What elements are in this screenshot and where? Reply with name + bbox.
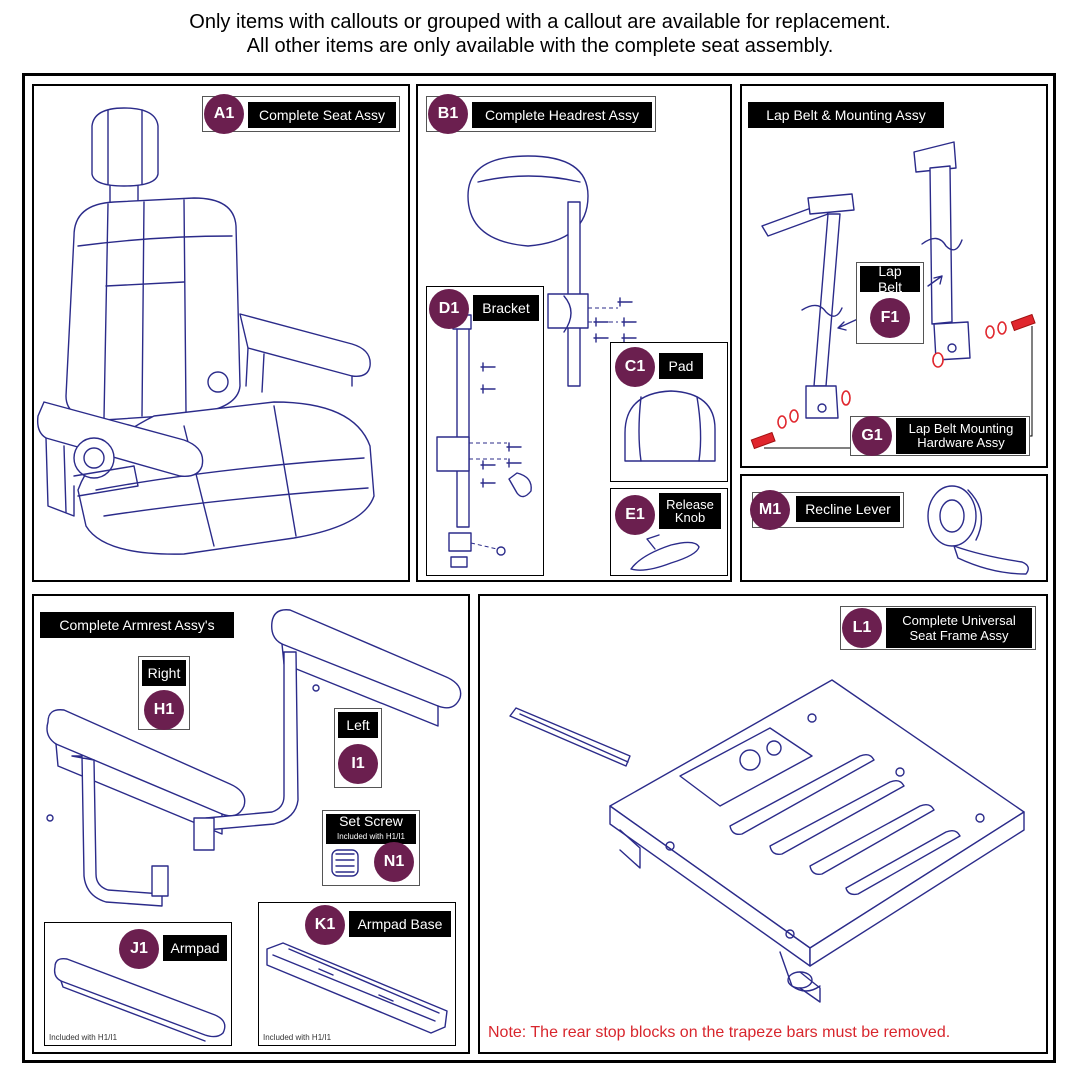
label-a1: Complete Seat Assy — [248, 102, 396, 128]
footnote-k1: Included with H1/I1 — [263, 1033, 332, 1042]
label-h1: Right — [142, 660, 186, 686]
label-f1: Lap Belt — [860, 263, 920, 295]
badge-m1: M1 — [750, 490, 790, 530]
subpanel-armpad-base: K1 Armpad Base Included with H1/I1 — [258, 902, 456, 1046]
bracket-illustration — [436, 314, 532, 568]
footnote-j1: Included with H1/I1 — [49, 1033, 118, 1042]
panel-seat-assy: A1 Complete Seat Assy — [32, 84, 410, 582]
lap-belt-illustration — [750, 141, 1036, 450]
badge-b1: B1 — [428, 94, 468, 134]
badge-e1: E1 — [615, 495, 655, 535]
badge-g1: G1 — [852, 416, 892, 456]
label-g1: Lap Belt Mounting Hardware Assy — [896, 418, 1026, 454]
headrest-illustration — [467, 155, 637, 387]
label-e1: Release Knob — [659, 493, 721, 529]
subpanel-pad: C1 Pad — [610, 342, 728, 482]
label-j1: Armpad — [163, 935, 227, 961]
pad-illustration — [624, 390, 716, 462]
panel-headrest-assy: D1 Bracket C1 Pad E1 Release Knob B1 Com… — [416, 84, 732, 582]
seat-frame-illustration — [509, 679, 1025, 1003]
page-header: Only items with callouts or grouped with… — [0, 10, 1080, 58]
seat-assy-illustration — [36, 107, 375, 555]
frame-note: Note: The rear stop blocks on the trapez… — [488, 1024, 951, 1041]
label-lap-mount: Lap Belt & Mounting Assy — [748, 102, 944, 128]
badge-a1: A1 — [204, 94, 244, 134]
label-l1: Complete Universal Seat Frame Assy — [886, 608, 1032, 648]
badge-n1: N1 — [374, 842, 414, 882]
badge-l1: L1 — [842, 608, 882, 648]
label-i1: Left — [338, 712, 378, 738]
recline-lever-illustration — [927, 485, 1029, 575]
panel-seat-frame: L1 Complete Universal Seat Frame Assy No… — [478, 594, 1048, 1054]
label-n1-sub: Included with H1/I1 — [336, 832, 406, 841]
panel-lap-belt: Lap Belt & Mounting Assy Lap Belt F1 G1 … — [740, 84, 1048, 468]
badge-c1: C1 — [615, 347, 655, 387]
header-line-1: Only items with callouts or grouped with… — [189, 11, 891, 33]
label-d1: Bracket — [473, 295, 539, 321]
badge-i1: I1 — [338, 744, 378, 784]
armrests-illustration — [46, 609, 462, 907]
armpad-illustration — [53, 957, 226, 1042]
badge-j1: J1 — [119, 929, 159, 969]
label-b1: Complete Headrest Assy — [472, 102, 652, 128]
badge-d1: D1 — [429, 289, 469, 329]
armpad-base-illustration — [266, 942, 448, 1034]
hardware-left — [750, 390, 851, 450]
diagram-frame — [22, 73, 1056, 1063]
badge-h1: H1 — [144, 690, 184, 730]
subpanel-bracket: D1 Bracket — [426, 286, 544, 576]
label-armrests: Complete Armrest Assy's — [40, 612, 234, 638]
subpanel-armpad: J1 Armpad Included with H1/I1 — [44, 922, 232, 1046]
release-knob-illustration — [630, 534, 700, 571]
label-n1-title: Set Screw — [339, 813, 403, 829]
badge-k1: K1 — [305, 905, 345, 945]
hardware-right — [932, 313, 1036, 368]
screws-top — [593, 297, 637, 343]
header-line-2: All other items are only available with … — [246, 35, 834, 57]
label-k1: Armpad Base — [349, 911, 451, 937]
panel-armrests: Complete Armrest Assy's Right H1 Left I1… — [32, 594, 470, 1054]
label-c1: Pad — [659, 353, 703, 379]
panel-recline-lever: M1 Recline Lever — [740, 474, 1048, 582]
badge-f1: F1 — [870, 298, 910, 338]
label-n1: Set Screw Included with H1/I1 — [326, 813, 416, 844]
subpanel-release-knob: E1 Release Knob — [610, 488, 728, 576]
set-screw-illustration — [331, 849, 359, 877]
label-m1: Recline Lever — [796, 496, 900, 522]
